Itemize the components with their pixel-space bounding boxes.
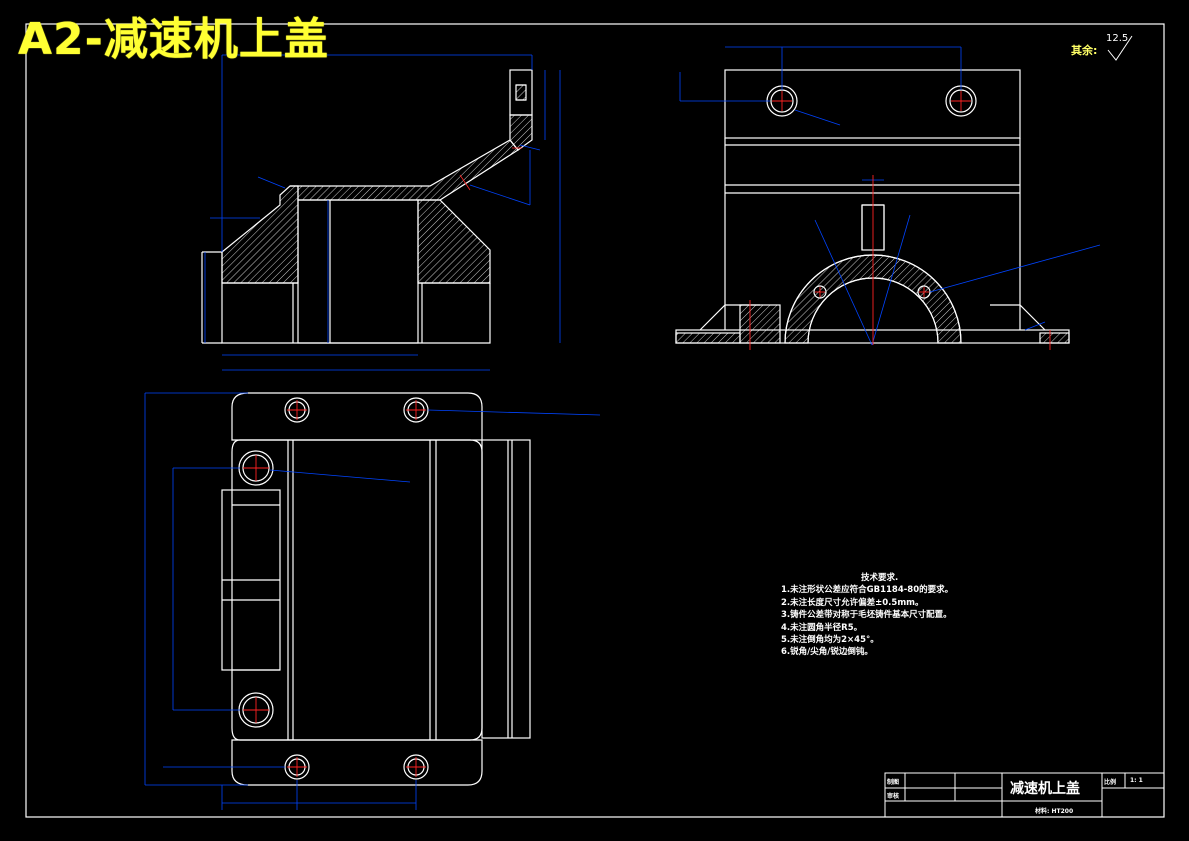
side-view: [675, 69, 1070, 344]
roughness-label: 其余:: [1071, 44, 1098, 57]
requirement-item: 5.未注倒角均为2×45°。: [781, 635, 879, 646]
front-view-center-marks: [459, 147, 522, 191]
front-view-dimensions: [204, 54, 561, 371]
side-view-dimensions: [679, 46, 1101, 346]
title-block-part-name: 减速机上盖: [1010, 781, 1080, 797]
title-block-scale-value: 1: 1: [1130, 777, 1143, 784]
roughness-value: 12.5: [1106, 33, 1129, 44]
title-block: [884, 772, 1165, 818]
requirement-item: 4.未注圆角半径R5。: [781, 622, 863, 633]
requirement-item: 1.未注形状公差应符合GB1184-80的要求。: [781, 585, 954, 596]
roughness-symbol: [1107, 35, 1133, 61]
title-block-drawn-label: 制图: [887, 779, 900, 786]
requirement-item: 2.未注长度尺寸允许偏差±0.5mm。: [781, 597, 924, 608]
top-view-center-marks: [243, 400, 426, 777]
requirement-item: 3.铸件公差带对称于毛坯铸件基本尺寸配置。: [781, 610, 952, 621]
title-block-check-label: 审核: [887, 793, 900, 800]
title-block-scale-label: 比例: [1104, 779, 1117, 786]
drawing-title: A2-减速机上盖: [18, 14, 329, 65]
requirement-item: 6.锐角/尖角/锐边倒钝。: [781, 647, 873, 658]
top-view-dimensions: [144, 392, 601, 810]
drawing-frame: [25, 23, 1165, 818]
top-view: [221, 392, 531, 786]
title-block-material: 材料: HT200: [1035, 808, 1074, 815]
requirements-heading: 技术要求.: [861, 573, 899, 583]
front-section-view: [201, 69, 533, 344]
technical-requirements: 技术要求. 1.未注形状公差应符合GB1184-80的要求。 2.未注长度尺寸允…: [781, 572, 953, 659]
side-view-center-marks: [749, 91, 1051, 350]
